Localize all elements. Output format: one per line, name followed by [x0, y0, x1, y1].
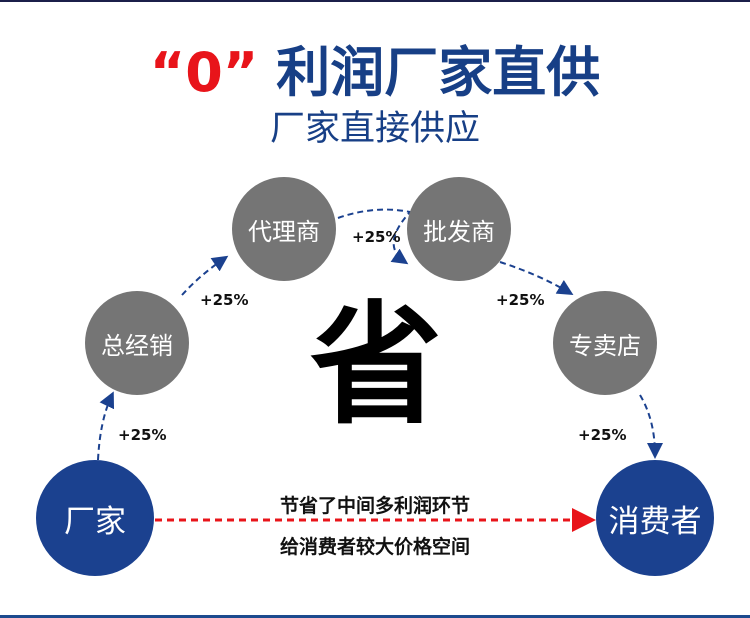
node-store: 专卖店 — [553, 291, 657, 395]
node-consumer: 消费者 — [596, 460, 714, 576]
note-line-1: 节省了中间多利润环节 — [279, 495, 470, 517]
markup-label: +25% — [352, 228, 401, 246]
title-main: 利润厂家直供 — [276, 41, 601, 104]
node-distributor: 总经销 — [85, 291, 189, 395]
markup-label: +25% — [200, 291, 249, 309]
page-title: “0” 利润厂家直供 — [0, 28, 750, 107]
top-border — [0, 0, 750, 2]
node-factory: 厂家 — [36, 460, 154, 576]
arrow-store-consumer — [639, 394, 663, 459]
markup-label: +25% — [118, 426, 167, 444]
arrow-distributor-agent — [181, 255, 229, 296]
arrow-factory-distributor — [97, 391, 115, 461]
node-wholesaler: 批发商 — [407, 177, 511, 281]
markup-label: +25% — [496, 291, 545, 309]
save-character: 省 — [310, 289, 442, 443]
node-agent: 代理商 — [232, 177, 336, 281]
bottom-border — [0, 615, 750, 618]
markup-label: +25% — [578, 426, 627, 444]
subtitle: 厂家直接供应 — [269, 109, 480, 149]
note-line-2: 给消费者较大价格空间 — [279, 536, 470, 558]
title-highlight: “0” — [149, 41, 259, 104]
arrow-wholesaler-store — [499, 261, 574, 296]
